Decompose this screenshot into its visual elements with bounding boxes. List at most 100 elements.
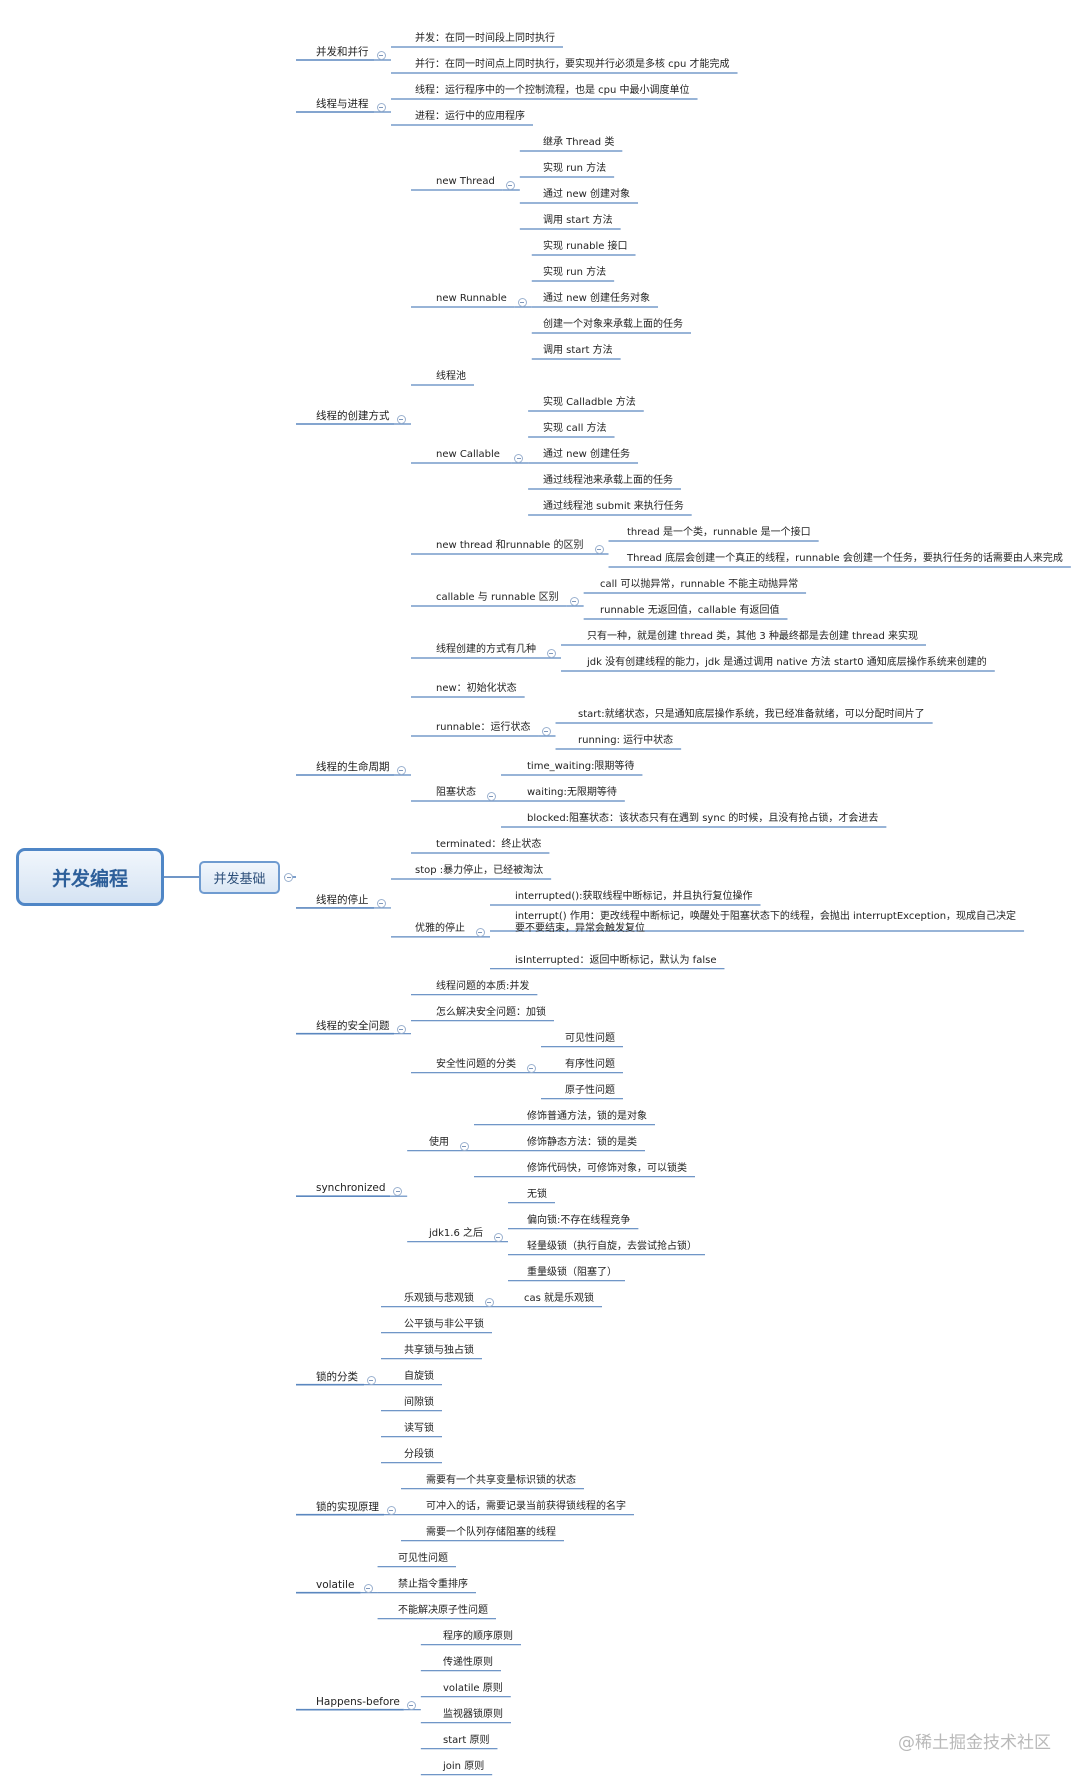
leaf-node[interactable]: jdk1.6 之后 xyxy=(429,1227,483,1239)
leaf-node[interactable]: 优雅的停止 xyxy=(415,922,465,934)
leaf-node[interactable]: 禁止指令重排序 xyxy=(398,1578,468,1590)
leaf-node[interactable]: running: 运行中状态 xyxy=(578,735,674,746)
collapse-icon[interactable] xyxy=(505,181,515,190)
leaf-node[interactable]: 监视器锁原则 xyxy=(443,1708,503,1720)
leaf-node[interactable]: callable 与 runnable 区别 xyxy=(436,592,559,603)
leaf-node[interactable]: 可见性问题 xyxy=(565,1032,615,1044)
leaf-node[interactable]: start:就绪状态，只是通知底层操作系统，我已经准备就绪，可以分配时间片了 xyxy=(578,709,925,720)
collapse-icon[interactable] xyxy=(386,1505,396,1515)
collapse-icon[interactable] xyxy=(396,415,406,424)
leaf-node[interactable]: join 原则 xyxy=(443,1760,485,1772)
leaf-node[interactable]: 线程问题的本质:并发 xyxy=(436,980,530,992)
leaf-node[interactable]: call 可以抛异常，runnable 不能主动抛异常 xyxy=(600,579,799,590)
collapse-icon[interactable] xyxy=(406,1700,416,1710)
leaf-node[interactable]: new Callable xyxy=(436,449,500,460)
leaf-node[interactable]: 有序性问题 xyxy=(565,1058,615,1070)
leaf-node[interactable]: 只有一种，就是创建 thread 类，其他 3 种最终都是去创建 thread … xyxy=(587,631,918,642)
leaf-node[interactable]: 需要有一个共享变量标识锁的状态 xyxy=(426,1474,576,1486)
leaf-node[interactable]: waiting:无限期等待 xyxy=(527,787,617,798)
leaf-node[interactable]: 重量级锁（阻塞了） xyxy=(527,1266,617,1278)
leaf-node[interactable]: Thread 底层会创建一个真正的线程，runnable 会创建一个任务，要执行… xyxy=(627,553,1063,564)
collapse-icon[interactable] xyxy=(569,597,579,606)
leaf-node[interactable]: 安全性问题的分类 xyxy=(436,1058,516,1070)
leaf-node[interactable]: new Thread xyxy=(436,176,495,187)
leaf-node[interactable]: 实现 Calladble 方法 xyxy=(543,397,636,408)
collapse-icon[interactable] xyxy=(475,927,485,937)
leaf-node[interactable]: 修饰普通方法，锁的是对象 xyxy=(527,1110,647,1122)
leaf-node[interactable]: 分段锁 xyxy=(404,1448,434,1460)
leaf-node[interactable]: 通过线程池 submit 来执行任务 xyxy=(543,501,684,512)
leaf-node[interactable]: blocked:阻塞状态：该状态只有在遇到 sync 的时候，且没有抢占锁，才会… xyxy=(527,813,879,824)
collapse-icon[interactable] xyxy=(376,51,386,60)
branch-node[interactable]: 线程的生命周期 xyxy=(316,761,390,773)
leaf-node[interactable]: 使用 xyxy=(429,1136,449,1148)
root-node[interactable]: 并发编程 xyxy=(16,848,164,906)
collapse-icon[interactable] xyxy=(459,1141,469,1151)
leaf-node[interactable]: 自旋锁 xyxy=(404,1370,434,1382)
leaf-node[interactable]: 不能解决原子性问题 xyxy=(398,1604,488,1616)
leaf-node[interactable]: 偏向锁:不存在线程竞争 xyxy=(527,1214,631,1226)
leaf-node[interactable]: 程序的顺序原则 xyxy=(443,1630,513,1642)
collapse-icon[interactable] xyxy=(393,1187,403,1197)
leaf-node[interactable]: 阻塞状态 xyxy=(436,787,476,798)
collapse-icon[interactable] xyxy=(376,898,386,908)
leaf-node[interactable]: 需要一个队列存储阻塞的线程 xyxy=(426,1526,556,1538)
leaf-node[interactable]: 调用 start 方法 xyxy=(543,345,613,356)
collapse-icon[interactable] xyxy=(517,298,527,307)
collapse-icon[interactable] xyxy=(526,1063,536,1073)
leaf-node[interactable]: 原子性问题 xyxy=(565,1084,615,1096)
leaf-node[interactable]: 实现 call 方法 xyxy=(543,423,607,434)
leaf-node[interactable]: time_waiting:限期等待 xyxy=(527,761,635,772)
leaf-node[interactable]: 轻量级锁（执行自旋，去尝试抢占锁） xyxy=(527,1240,697,1252)
branch-node[interactable]: 线程与进程 xyxy=(316,98,369,110)
leaf-node[interactable]: 间隙锁 xyxy=(404,1396,434,1408)
leaf-node[interactable]: 并行：在同一时间点上同时执行，要实现并行必须是多核 cpu 才能完成 xyxy=(415,59,730,70)
collapse-icon[interactable] xyxy=(396,766,406,775)
hub-node[interactable]: 并发基础 xyxy=(199,861,280,894)
leaf-node[interactable]: thread 是一个类，runnable 是一个接口 xyxy=(627,527,811,538)
leaf-node[interactable]: 进程：运行中的应用程序 xyxy=(415,111,525,122)
leaf-node[interactable]: 调用 start 方法 xyxy=(543,215,613,226)
branch-node[interactable]: 并发和并行 xyxy=(316,46,369,58)
leaf-node[interactable]: 并发：在同一时间段上同时执行 xyxy=(415,33,555,44)
leaf-node[interactable]: terminated：终止状态 xyxy=(436,839,542,850)
collapse-icon[interactable] xyxy=(363,1583,373,1593)
leaf-node[interactable]: 线程池 xyxy=(436,371,466,382)
collapse-icon[interactable] xyxy=(514,454,524,463)
leaf-node[interactable]: interrupted():获取线程中断标记，并且执行复位操作 xyxy=(515,891,753,902)
collapse-icon[interactable] xyxy=(284,873,293,882)
collapse-icon[interactable] xyxy=(396,1024,406,1034)
leaf-node[interactable]: stop :暴力停止，已经被淘汰 xyxy=(415,865,544,876)
leaf-node[interactable]: 怎么解决安全问题：加锁 xyxy=(436,1006,546,1018)
leaf-node[interactable]: 线程创建的方式有几种 xyxy=(436,644,536,655)
leaf-node[interactable]: 无锁 xyxy=(527,1188,547,1200)
collapse-icon[interactable] xyxy=(484,1297,494,1307)
collapse-icon[interactable] xyxy=(546,649,556,658)
leaf-node[interactable]: interrupt() 作用：更改线程中断标记，唤醒处于阻塞状态下的线程，会抛出… xyxy=(515,911,1017,922)
leaf-node[interactable]: 实现 run 方法 xyxy=(543,163,607,174)
branch-node[interactable]: 线程的创建方式 xyxy=(316,410,390,422)
leaf-node[interactable]: 传递性原则 xyxy=(443,1656,493,1668)
leaf-node[interactable]: 通过 new 创建任务 xyxy=(543,449,631,460)
leaf-node[interactable]: 读写锁 xyxy=(404,1422,434,1434)
leaf-node[interactable]: runnable：运行状态 xyxy=(436,722,531,733)
collapse-icon[interactable] xyxy=(376,103,386,112)
leaf-node[interactable]: isInterrupted：返回中断标记，默认为 false xyxy=(515,954,717,966)
leaf-node[interactable]: 实现 runable 接口 xyxy=(543,241,628,252)
leaf-node[interactable]: 通过线程池来承载上面的任务 xyxy=(543,475,673,486)
collapse-icon[interactable] xyxy=(594,545,604,554)
collapse-icon[interactable] xyxy=(366,1375,376,1385)
branch-node[interactable]: synchronized xyxy=(316,1182,386,1195)
leaf-node[interactable]: 实现 run 方法 xyxy=(543,267,607,278)
branch-node[interactable]: 线程的安全问题 xyxy=(316,1019,390,1032)
collapse-icon[interactable] xyxy=(486,792,496,801)
leaf-node[interactable]: 继承 Thread 类 xyxy=(543,137,615,148)
branch-node[interactable]: 锁的实现原理 xyxy=(316,1500,379,1513)
collapse-icon[interactable] xyxy=(541,727,551,736)
leaf-node[interactable]: jdk 没有创建线程的能力，jdk 是通过调用 native 方法 start0… xyxy=(587,657,987,668)
leaf-node[interactable]: 公平锁与非公平锁 xyxy=(404,1318,484,1330)
leaf-node[interactable]: 通过 new 创建对象 xyxy=(543,189,631,200)
leaf-node[interactable]: cas 就是乐观锁 xyxy=(524,1292,595,1304)
leaf-node[interactable]: 共享锁与独占锁 xyxy=(404,1344,474,1356)
leaf-node[interactable]: 创建一个对象来承载上面的任务 xyxy=(543,319,683,330)
